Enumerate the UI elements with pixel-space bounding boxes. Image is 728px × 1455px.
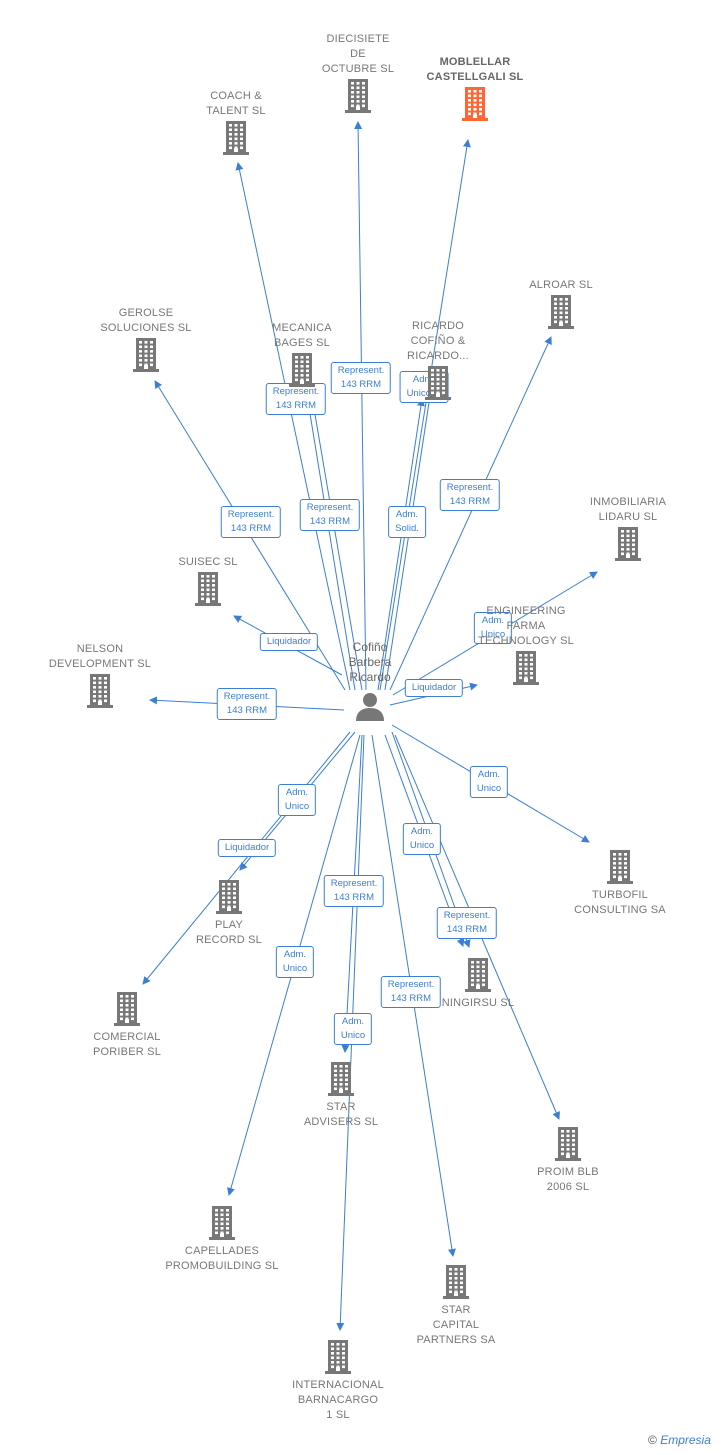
footer-brand: © Empresia	[648, 1433, 728, 1451]
company-node-ricardo[interactable]: RICARDO COFIÑO & RICARDO...	[368, 319, 508, 400]
company-node-inmobiliaria[interactable]: INMOBILIARIA LIDARU SL	[558, 495, 698, 561]
company-node-ningirsu[interactable]: NINGIRSU SL	[408, 958, 548, 1011]
company-node-gerolse[interactable]: GEROLSE SOLUCIONES SL	[76, 306, 216, 372]
company-node-proim[interactable]: PROIM BLB 2006 SL	[498, 1127, 638, 1195]
edge-label[interactable]: Liquidador	[259, 633, 319, 651]
company-name: STAR ADVISERS SL	[303, 1101, 379, 1128]
company-name: STAR CAPITAL PARTNERS SA	[416, 1304, 496, 1346]
company-node-nelson[interactable]: NELSON DEVELOPMENT SL	[30, 642, 170, 708]
company-name: NELSON DEVELOPMENT SL	[48, 643, 152, 670]
company-name: MECANICA BAGES SL	[272, 322, 332, 349]
edge-label[interactable]: Represent. 143 RRM	[299, 499, 361, 531]
company-node-diecisiete[interactable]: DIECISIETE DE OCTUBRE SL	[288, 32, 428, 113]
company-name: CAPELLADES PROMOBUILDING SL	[165, 1245, 279, 1272]
building-icon	[615, 527, 641, 561]
company-name: COACH & TALENT SL	[206, 90, 266, 117]
building-icon	[195, 572, 221, 606]
company-node-play[interactable]: PLAY RECORD SL	[159, 880, 299, 948]
edge-label[interactable]: Liquidador	[404, 679, 464, 697]
building-icon	[548, 295, 574, 329]
building-icon	[289, 353, 315, 387]
building-icon	[328, 1062, 354, 1096]
building-icon	[513, 651, 539, 685]
building-icon	[114, 992, 140, 1026]
edge-line	[308, 390, 363, 691]
company-name: RICARDO COFIÑO & RICARDO...	[407, 320, 469, 362]
company-name: SUISEC SL	[178, 556, 238, 568]
edge-line	[379, 139, 471, 691]
edge-label[interactable]: Adm. Unico	[469, 766, 509, 798]
company-name: COMERCIAL PORIBER SL	[92, 1031, 162, 1058]
edge-line	[235, 162, 351, 691]
edge-line	[303, 388, 356, 691]
building-icon	[325, 1340, 351, 1374]
building-icon	[133, 338, 159, 372]
edge-label[interactable]: Represent. 143 RRM	[220, 506, 282, 538]
building-icon	[345, 79, 371, 113]
company-node-mecanica[interactable]: MECANICA BAGES SL	[232, 321, 372, 387]
company-name: INTERNACIONAL BARNACARGO 1 SL	[292, 1379, 384, 1421]
building-icon	[555, 1127, 581, 1161]
company-node-alroar[interactable]: ALROAR SL	[491, 278, 631, 329]
company-name: INMOBILIARIA LIDARU SL	[589, 496, 667, 523]
edge-line	[377, 398, 425, 691]
company-node-engineering[interactable]: ENGINEERING FARMA TECHNOLOGY SL	[456, 604, 596, 685]
company-name: MOBLELLAR CASTELLGALI SL	[426, 56, 524, 83]
edge-label[interactable]: Adm. Unico	[277, 784, 317, 816]
building-icon	[216, 880, 242, 914]
edge-label[interactable]: Adm. Unico	[333, 1013, 373, 1045]
building-icon	[462, 87, 488, 121]
edge-label[interactable]: Adm. Solid.	[388, 506, 426, 538]
building-icon	[209, 1206, 235, 1240]
company-node-star_capital[interactable]: STAR CAPITAL PARTNERS SA	[386, 1265, 526, 1348]
company-name: DIECISIETE DE OCTUBRE SL	[321, 33, 395, 75]
edge-label[interactable]: Represent. 143 RRM	[216, 688, 278, 720]
brand-name[interactable]: Empresia	[660, 1433, 711, 1447]
person-icon	[356, 693, 384, 721]
company-name: TURBOFIL CONSULTING SA	[574, 889, 666, 916]
building-icon	[223, 121, 249, 155]
edge-label[interactable]: Represent. 143 RRM	[323, 875, 385, 907]
company-node-moblellar[interactable]: MOBLELLAR CASTELLGALI SL	[405, 55, 545, 121]
company-name: ALROAR SL	[529, 279, 593, 291]
company-name: PROIM BLB 2006 SL	[537, 1166, 599, 1193]
company-name: GEROLSE SOLUCIONES SL	[100, 307, 192, 334]
company-node-coach[interactable]: COACH & TALENT SL	[166, 89, 306, 155]
company-node-star_advisers[interactable]: STAR ADVISERS SL	[271, 1062, 411, 1130]
edge-label[interactable]: Adm. Unico	[473, 612, 513, 644]
company-name: PLAY RECORD SL	[196, 919, 262, 946]
building-icon	[607, 850, 633, 884]
company-node-suisec[interactable]: SUISEC SL	[138, 555, 278, 606]
edge-line	[389, 336, 552, 691]
edge-line	[354, 121, 367, 691]
edge-label[interactable]: Represent. 143 RRM	[436, 907, 498, 939]
edge-label[interactable]: Represent. 143 RRM	[330, 362, 392, 394]
edge-line	[142, 731, 351, 985]
center-person-node[interactable]: Cofiño Barbera Ricardo	[300, 640, 440, 721]
copyright-symbol: ©	[648, 1433, 657, 1447]
building-icon	[425, 366, 451, 400]
building-icon	[465, 958, 491, 992]
company-name: ENGINEERING FARMA TECHNOLOGY SL	[478, 605, 574, 647]
company-node-comercial[interactable]: COMERCIAL PORIBER SL	[57, 992, 197, 1060]
edge-label[interactable]: Adm. Unico	[402, 823, 442, 855]
company-node-internacional[interactable]: INTERNACIONAL BARNACARGO 1 SL	[268, 1340, 408, 1423]
building-icon	[443, 1265, 469, 1299]
center-person-name: Cofiño Barbera Ricardo	[348, 640, 392, 684]
company-name: NINGIRSU SL	[441, 997, 515, 1009]
edge-label[interactable]: Represent. 143 RRM	[380, 976, 442, 1008]
edge-label[interactable]: Adm. Unico	[275, 946, 315, 978]
company-node-turbofil[interactable]: TURBOFIL CONSULTING SA	[550, 850, 690, 918]
edge-label[interactable]: Represent. 143 RRM	[439, 479, 501, 511]
building-icon	[87, 674, 113, 708]
company-node-capellades[interactable]: CAPELLADES PROMOBUILDING SL	[152, 1206, 292, 1274]
edge-label[interactable]: Liquidador	[217, 839, 277, 857]
